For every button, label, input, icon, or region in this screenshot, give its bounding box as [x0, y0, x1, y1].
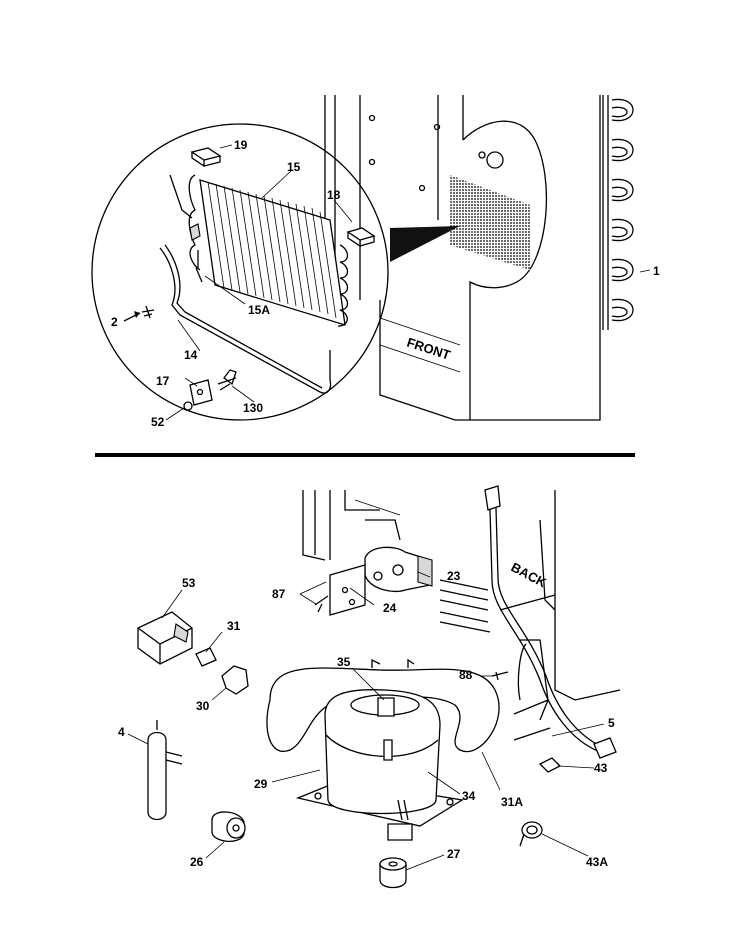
compressor-29 — [295, 689, 464, 841]
screw-2 — [141, 305, 155, 319]
callout-17: 17 — [156, 374, 170, 388]
callout-52: 52 — [151, 415, 165, 429]
relay-23 — [364, 546, 433, 593]
detail-circle — [91, 123, 389, 421]
strain-relief-43 — [538, 757, 562, 773]
callout-19: 19 — [234, 138, 248, 152]
clamp-43a — [519, 821, 543, 847]
callout-43a: 43A — [586, 855, 608, 869]
callout-53: 53 — [182, 576, 196, 590]
clip-19 — [190, 147, 222, 168]
callout-29: 29 — [254, 777, 268, 791]
grommet-27 — [379, 857, 407, 889]
callout-31: 31 — [227, 619, 241, 633]
screw-88 — [491, 671, 509, 681]
evaporator — [169, 174, 349, 327]
clip-18 — [346, 227, 376, 248]
bolt-130 — [217, 369, 237, 391]
callout-4: 4 — [118, 725, 125, 739]
callout-27: 27 — [447, 847, 461, 861]
condenser-loop — [266, 667, 500, 753]
leader-lines-bottom — [127, 571, 605, 871]
cover-30 — [221, 665, 249, 695]
leader-lines-top — [165, 144, 651, 421]
callout-34: 34 — [462, 789, 476, 803]
callout-5: 5 — [608, 716, 615, 730]
callout-30: 30 — [196, 699, 210, 713]
drain-tube — [159, 247, 332, 394]
washer-52 — [183, 401, 193, 411]
callout-31a: 31A — [501, 795, 523, 809]
callout-87: 87 — [272, 587, 286, 601]
callout-24: 24 — [383, 601, 397, 615]
callout-43: 43 — [594, 761, 608, 775]
callout-23: 23 — [447, 569, 461, 583]
callout-35: 35 — [337, 655, 351, 669]
callout-15: 15 — [287, 160, 301, 174]
power-cord — [484, 485, 617, 759]
grommet-26 — [211, 811, 246, 842]
relay-53 — [137, 611, 193, 665]
plate-17 — [189, 379, 213, 406]
condenser-coil — [602, 95, 634, 330]
callout-2: 2 — [111, 315, 118, 329]
callout-14: 14 — [184, 348, 198, 362]
cabinet-bottom — [302, 490, 621, 701]
callout-26: 26 — [190, 855, 204, 869]
callout-88: 88 — [459, 668, 473, 682]
section-divider — [95, 453, 635, 457]
relay-wires — [439, 579, 491, 633]
callout-130: 130 — [243, 401, 263, 415]
clip-31 — [195, 647, 217, 667]
callout-1: 1 — [653, 264, 660, 278]
front-label: FRONT — [405, 335, 452, 363]
callout-18: 18 — [327, 188, 341, 202]
callout-15a: 15A — [248, 303, 270, 317]
cabinet-top — [324, 95, 601, 421]
bracket-24 — [314, 564, 366, 616]
drier-4 — [147, 720, 183, 821]
